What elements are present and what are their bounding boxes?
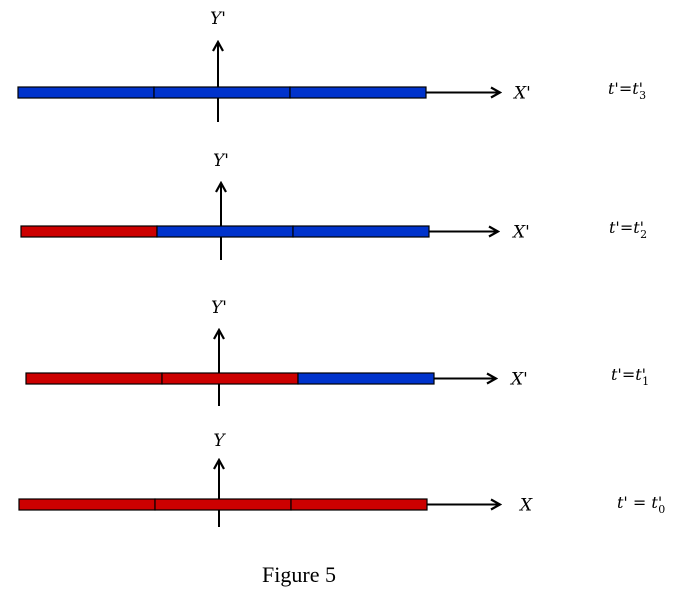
y-axis-label: Y' [211,298,227,318]
time-lhs: t' [608,79,619,98]
rod-segment-red [20,225,158,238]
time-label: t'=t'1 [611,365,649,388]
x-axis-label: X [518,496,533,516]
time-equals: = [620,218,633,237]
time-rhs: t' [635,365,646,384]
rod-segment-red [18,498,156,511]
x-axis-label: X' [509,370,528,390]
x-axis-label: X' [512,84,531,104]
time-equals: = [622,365,635,384]
frame-panel-2: Y'X't'=t'1 [25,298,649,406]
y-axis-label: Y' [210,9,226,29]
time-label: t'=t'3 [608,79,646,102]
rod-segment-blue [289,86,427,99]
figure-caption: Figure 5 [262,562,336,587]
rod-segment-red [161,372,299,385]
time-rhs: t' [651,493,662,512]
time-subscript: 3 [639,89,646,102]
rod-segment-blue [292,225,430,238]
rod-segment-blue [156,225,294,238]
rod-segment-blue [297,372,435,385]
time-equals: = [628,493,652,512]
y-axis-label: Y' [213,151,229,171]
time-label: t'=t'2 [609,218,647,241]
rod-segment-red [25,372,163,385]
time-rhs: t' [633,218,644,237]
x-axis-label: X' [511,223,530,243]
frame-panel-0: Y'X't'=t'3 [17,9,646,122]
rod-segment-red [154,498,292,511]
time-equals: = [619,79,632,98]
time-lhs: t' [609,218,620,237]
rod-segment-blue [153,86,291,99]
time-subscript: 0 [658,503,665,516]
time-subscript: 1 [642,375,649,388]
time-lhs: t' [611,365,622,384]
rod-segment-red [290,498,428,511]
rod-segment-blue [17,86,155,99]
y-axis-label: Y [213,431,226,451]
frame-panel-1: Y'X't'=t'2 [20,151,647,260]
time-label: t' = t'0 [617,493,665,516]
time-subscript: 2 [640,228,647,241]
time-lhs: t' [617,493,628,512]
time-rhs: t' [632,79,643,98]
